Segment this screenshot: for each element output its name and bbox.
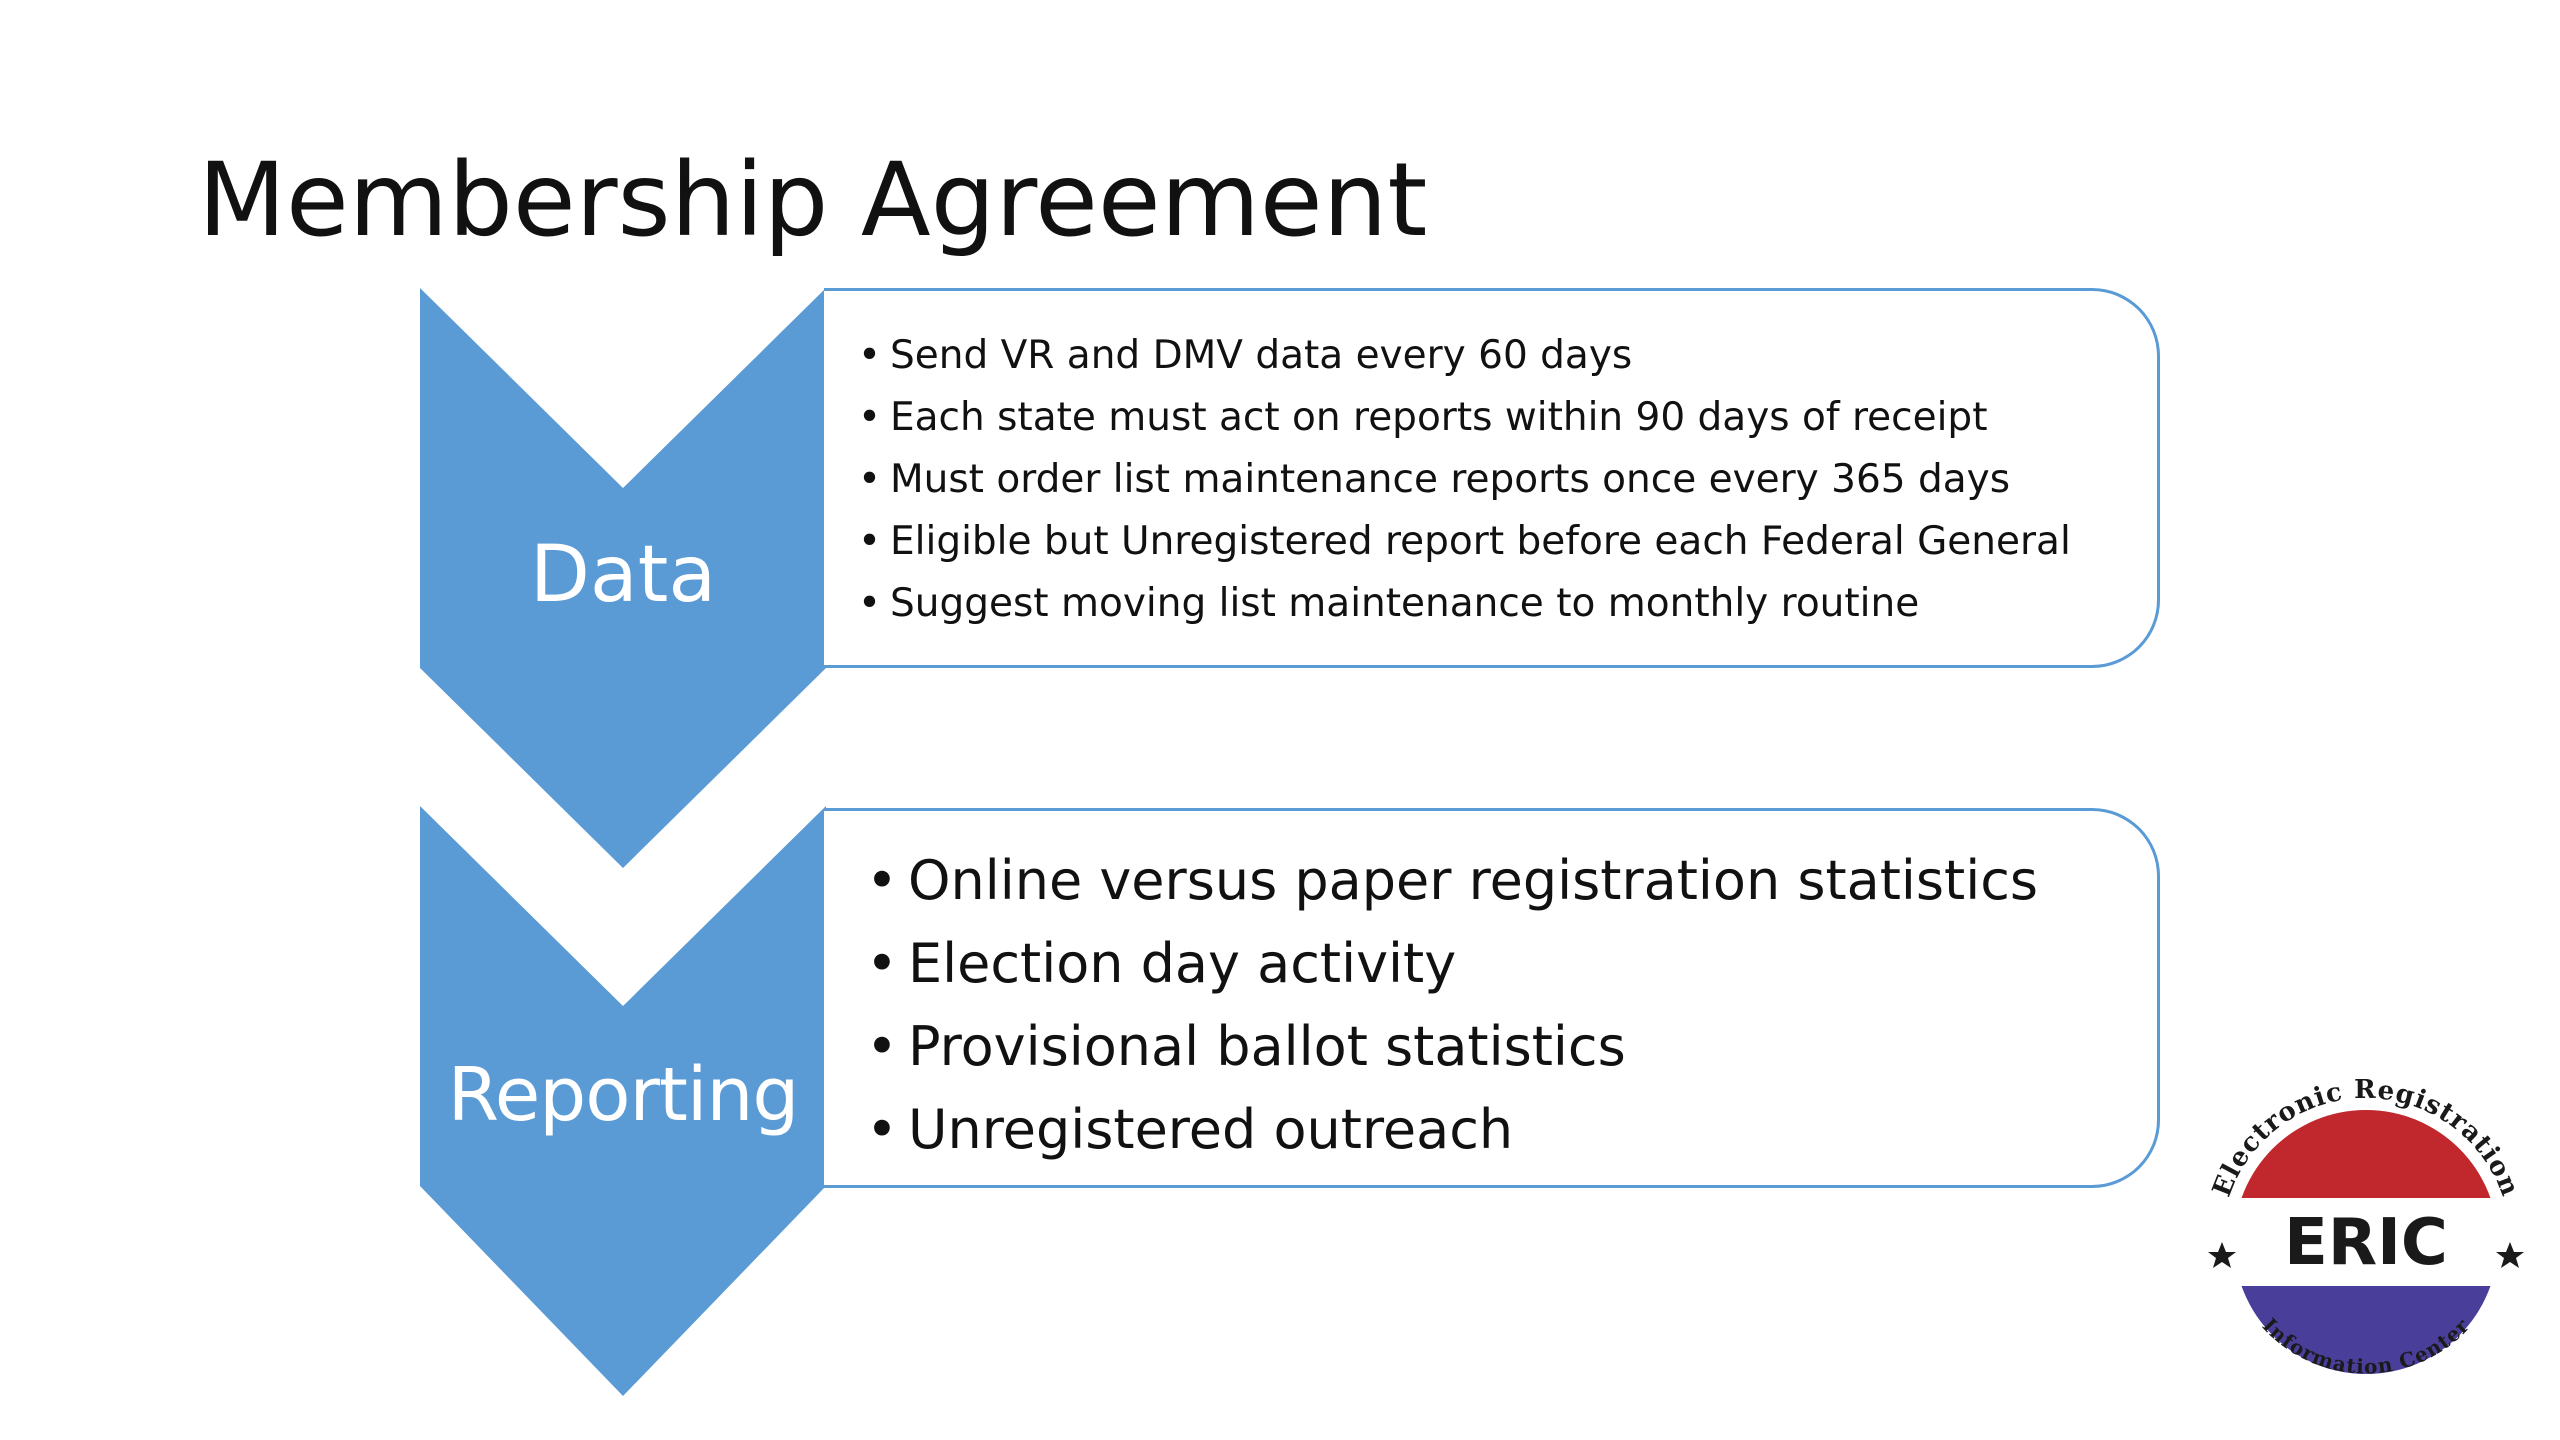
list-item: Suggest moving list maintenance to month… [858,573,2071,635]
section-label-data: Data [529,530,717,620]
eric-seal-icon: Electronic Registration Information Cent… [2196,1052,2536,1422]
chevron-data [420,288,826,868]
list-item: Election day activity [866,922,2038,1005]
list-item: Eligible but Unregistered report before … [858,511,2071,573]
detail-box-reporting: Online versus paper registration statist… [824,808,2160,1188]
bullet-list-data: Send VR and DMV data every 60 days Each … [858,325,2071,635]
list-item: Unregistered outreach [866,1088,2038,1171]
star-icon [2208,1242,2236,1268]
section-label-reporting: Reporting [447,1052,800,1138]
slide-title: Membership Agreement [198,141,1428,260]
chevron-reporting [420,806,826,1396]
list-item: Each state must act on reports within 90… [858,387,2071,449]
star-icon [2496,1242,2524,1268]
list-item: Online versus paper registration statist… [866,839,2038,922]
list-item: Provisional ballot statistics [866,1005,2038,1088]
list-item: Must order list maintenance reports once… [858,449,2071,511]
bullet-list-reporting: Online versus paper registration statist… [866,839,2038,1171]
logo-name: ERIC [2284,1206,2448,1280]
detail-box-data: Send VR and DMV data every 60 days Each … [824,288,2160,668]
list-item: Send VR and DMV data every 60 days [858,325,2071,387]
